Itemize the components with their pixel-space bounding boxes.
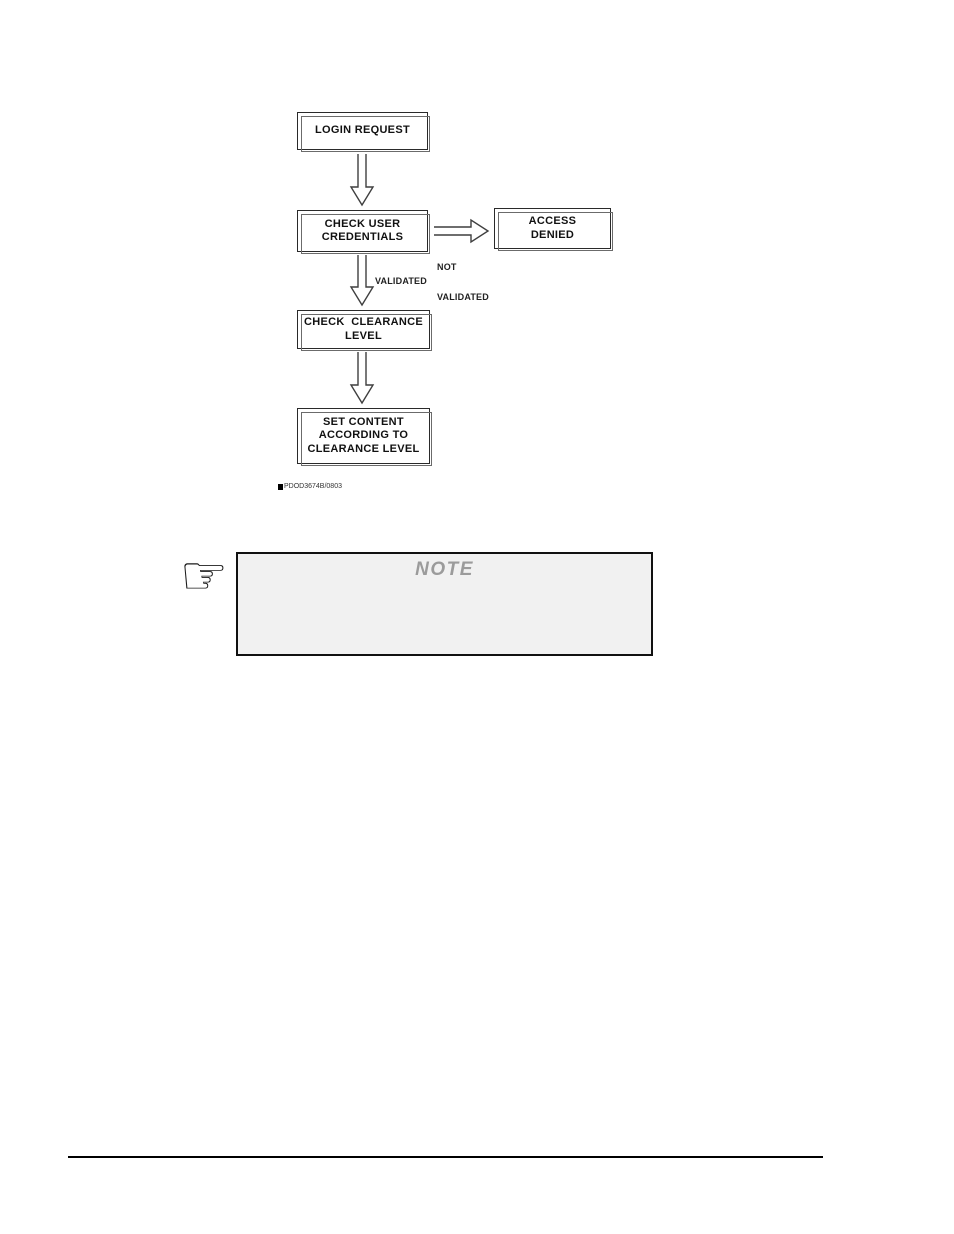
flow-node-label: CHECK USER — [324, 217, 401, 230]
flow-node-label: ACCORDING TO — [318, 429, 409, 442]
figure-caption-text: PDOD3674B/0803 — [284, 483, 342, 490]
note-box: NOTE — [236, 552, 653, 656]
flow-node-label: DENIED — [530, 228, 575, 241]
figure-caption: PDOD3674B/0803 — [278, 483, 342, 490]
flow-node-label: LEVEL — [345, 329, 382, 342]
edge-label-validated: VALIDATED — [375, 276, 427, 286]
note-title: NOTE — [415, 559, 474, 580]
flow-node-label: CREDENTIALS — [321, 231, 404, 243]
flow-node-label: CHECK CLEARANCE — [303, 316, 424, 328]
edge-label-line: NOT — [437, 262, 457, 272]
caption-square-icon — [278, 483, 283, 490]
arrow-down-icon — [349, 352, 375, 405]
flow-node-check-user-credentials: CHECK USER CREDENTIALS — [297, 210, 430, 254]
arrow-down-icon — [349, 255, 375, 307]
arrow-down-icon — [349, 154, 375, 207]
flow-node-check-clearance-level: CHECK CLEARANCE LEVEL — [297, 310, 432, 351]
flow-node-label: CLEARANCE LEVEL — [307, 442, 420, 455]
flow-node-label: LOGIN REQUEST — [315, 124, 410, 137]
pointing-hand-icon: ☞ — [179, 544, 229, 607]
arrow-right-icon — [434, 218, 490, 244]
flow-node-access-denied: ACCESS DENIED — [494, 208, 613, 251]
flow-node-label: SET CONTENT — [323, 415, 404, 428]
footer-rule — [68, 1156, 823, 1158]
flow-node-login-request: LOGIN REQUEST — [297, 112, 430, 152]
edge-label-line: VALIDATED — [437, 292, 489, 302]
flow-node-label: ACCESS — [528, 215, 577, 227]
flow-node-set-content: SET CONTENT ACCORDING TO CLEARANCE LEVEL — [297, 408, 432, 466]
edge-label-not-validated: NOT VALIDATED — [437, 242, 489, 322]
